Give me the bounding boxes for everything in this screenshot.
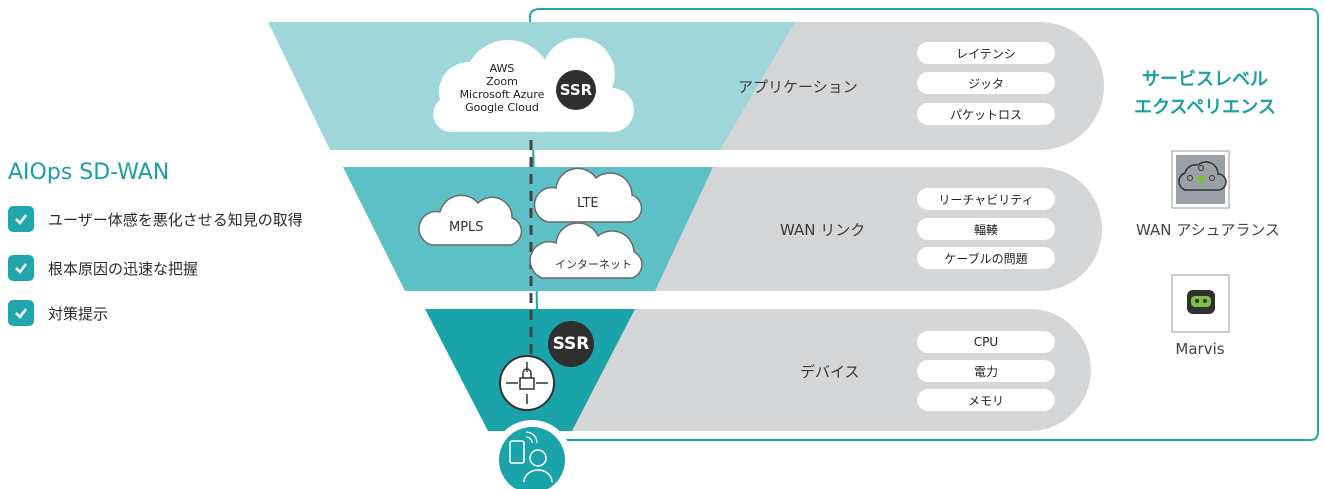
check-item-label: ユーザー体感を悪化させる知見の取得 (48, 210, 303, 229)
marvis-icon (1171, 274, 1230, 333)
check-item-3: 対策提示 (8, 300, 108, 326)
checkmark-icon (8, 255, 34, 281)
metric-pill: CPU (917, 331, 1055, 353)
cloud-service-name: AWS (489, 62, 515, 75)
cloud-service-name: Zoom (486, 75, 518, 88)
lte-cloud-icon (533, 167, 643, 223)
aiops-title: AIOps SD-WAN (8, 160, 170, 185)
mpls-label: MPLS (449, 220, 484, 235)
metric-pill: リーチャビリティ (917, 188, 1055, 210)
cloud-services-icon (433, 37, 634, 133)
ssr-badge-device: SSR (548, 321, 594, 367)
service-level-title: サービスレベル エクスペリエンス (1125, 66, 1285, 122)
service-level-title-line2: エクスペリエンス (1134, 97, 1276, 118)
ssr-badge-cloud: SSR (556, 70, 596, 110)
metric-pill: 輻輳 (917, 218, 1055, 240)
metric-pill: パケットロス (917, 103, 1055, 125)
wan-assurance-icon (1171, 150, 1230, 209)
mpls-cloud-icon (418, 194, 523, 246)
internet-cloud-icon (529, 222, 643, 279)
cloud-service-name: Microsoft Azure (459, 88, 545, 101)
check-item-label: 対策提示 (48, 304, 109, 323)
check-item-label: 根本原因の迅速な把握 (48, 259, 199, 278)
funnel-middle (343, 167, 713, 291)
check-item-1: ユーザー体感を悪化させる知見の取得 (8, 206, 303, 232)
category-wan-link: WAN リンク (780, 221, 866, 239)
checkmark-icon (8, 300, 34, 326)
user-device-icon (492, 420, 572, 489)
metric-pill: レイテンシ (917, 42, 1055, 64)
internet-label: インターネット (555, 258, 632, 271)
router-lock-icon (499, 355, 555, 411)
cloud-services-list: AWS Zoom Microsoft Azure Google Cloud (452, 62, 552, 114)
metric-pill: ジッタ (917, 72, 1055, 94)
checkmark-icon (8, 206, 34, 232)
check-item-2: 根本原因の迅速な把握 (8, 255, 198, 281)
metric-pill: ケーブルの問題 (917, 247, 1055, 269)
wan-assurance-label: WAN アシュアランス (1135, 221, 1281, 239)
metric-pill: メモリ (917, 389, 1055, 411)
marvis-label: Marvis (1175, 340, 1225, 358)
metric-pill: 電力 (917, 360, 1055, 382)
service-level-title-line1: サービスレベル (1142, 69, 1268, 90)
lte-label: LTE (577, 196, 599, 211)
cloud-service-name: Google Cloud (465, 101, 539, 114)
category-device: デバイス (800, 363, 860, 381)
category-application: アプリケーション (738, 78, 858, 96)
